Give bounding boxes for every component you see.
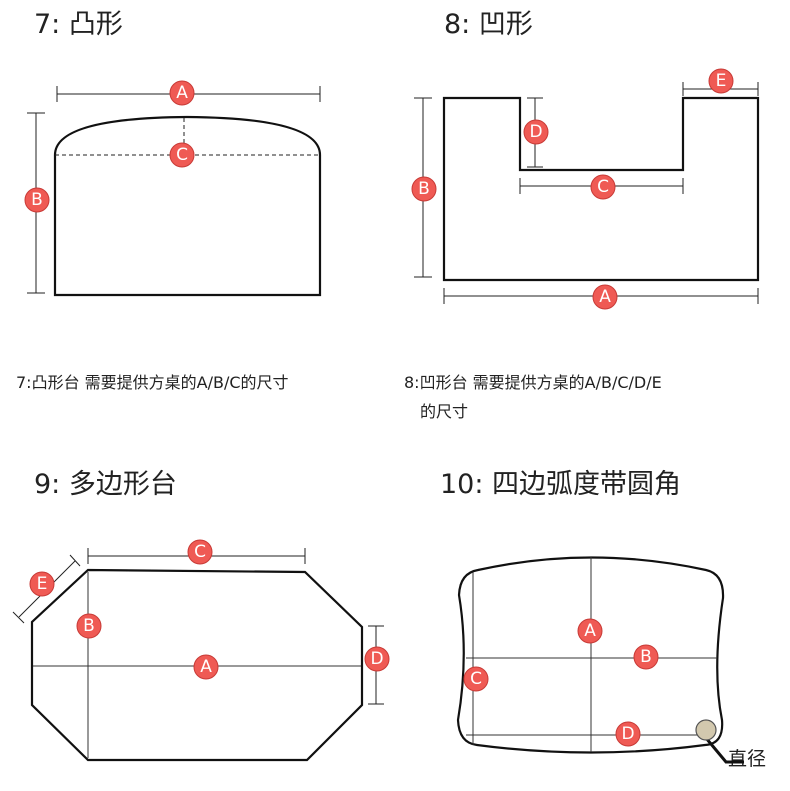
badge-b-text: B: [640, 647, 652, 667]
badge-b: B: [76, 613, 102, 639]
panel-10-diagram: [456, 556, 744, 764]
badge-c-text: C: [194, 542, 206, 562]
badge-c: C: [590, 174, 616, 200]
badge-d: D: [364, 646, 390, 672]
dimension-tick: [69, 554, 81, 567]
polygon-table-outline: [30, 568, 364, 762]
badge-e: E: [708, 68, 734, 94]
badge-b: B: [411, 176, 437, 202]
badge-a-text: A: [176, 83, 188, 103]
panel-9-title: 9: 多边形台: [34, 469, 177, 500]
rounded-table-outline: [456, 556, 725, 754]
badge-e-text: E: [37, 574, 48, 594]
panel-7-caption: 7:凸形台 需要提供方桌的A/B/C的尺寸: [16, 373, 289, 392]
badge-b-text: B: [31, 190, 43, 210]
badge-d: D: [523, 119, 549, 145]
badge-a: A: [169, 80, 195, 106]
convex-table-outline: [53, 115, 322, 297]
panel-8-caption-line1: 8:凹形台 需要提供方桌的A/B/C/D/E: [404, 373, 662, 392]
concave-table-outline: [442, 96, 760, 282]
corner-diameter-dot: [695, 719, 717, 741]
panel-8-diagram: [414, 82, 760, 304]
badge-e: E: [29, 571, 55, 597]
badge-a-text: A: [599, 287, 611, 307]
badge-a: A: [577, 618, 603, 644]
panel-7-title: 7: 凸形: [34, 9, 123, 40]
panel-8-title: 8: 凹形: [444, 9, 533, 40]
panel-7-diagram: [27, 86, 322, 297]
badge-a: A: [592, 284, 618, 310]
badge-a-text: A: [200, 657, 212, 677]
badge-b-text: B: [83, 616, 95, 636]
badge-c-text: C: [597, 177, 609, 197]
badge-c: C: [463, 666, 489, 692]
badge-b-text: B: [418, 179, 430, 199]
badge-c: C: [187, 539, 213, 565]
badge-d-text: D: [621, 724, 634, 744]
panel-10-title: 10: 四边弧度带圆角: [440, 469, 682, 500]
badge-a: A: [193, 654, 219, 680]
panel-9-diagram: [12, 548, 384, 762]
badge-d: D: [615, 721, 641, 747]
badge-a-text: A: [584, 621, 596, 641]
badge-c-text: C: [176, 145, 188, 165]
badge-d-text: D: [529, 122, 542, 142]
diameter-pointer: [699, 731, 744, 764]
badge-c-text: C: [470, 669, 482, 689]
dimension-tick: [12, 611, 25, 624]
badge-b: B: [633, 644, 659, 670]
badge-b: B: [24, 187, 50, 213]
badge-d-text: D: [370, 649, 383, 669]
panel-8-caption-line2: 的尺寸: [420, 402, 469, 421]
diameter-label: 直径: [728, 748, 767, 770]
badge-c: C: [169, 142, 195, 168]
badge-e-text: E: [716, 71, 727, 91]
